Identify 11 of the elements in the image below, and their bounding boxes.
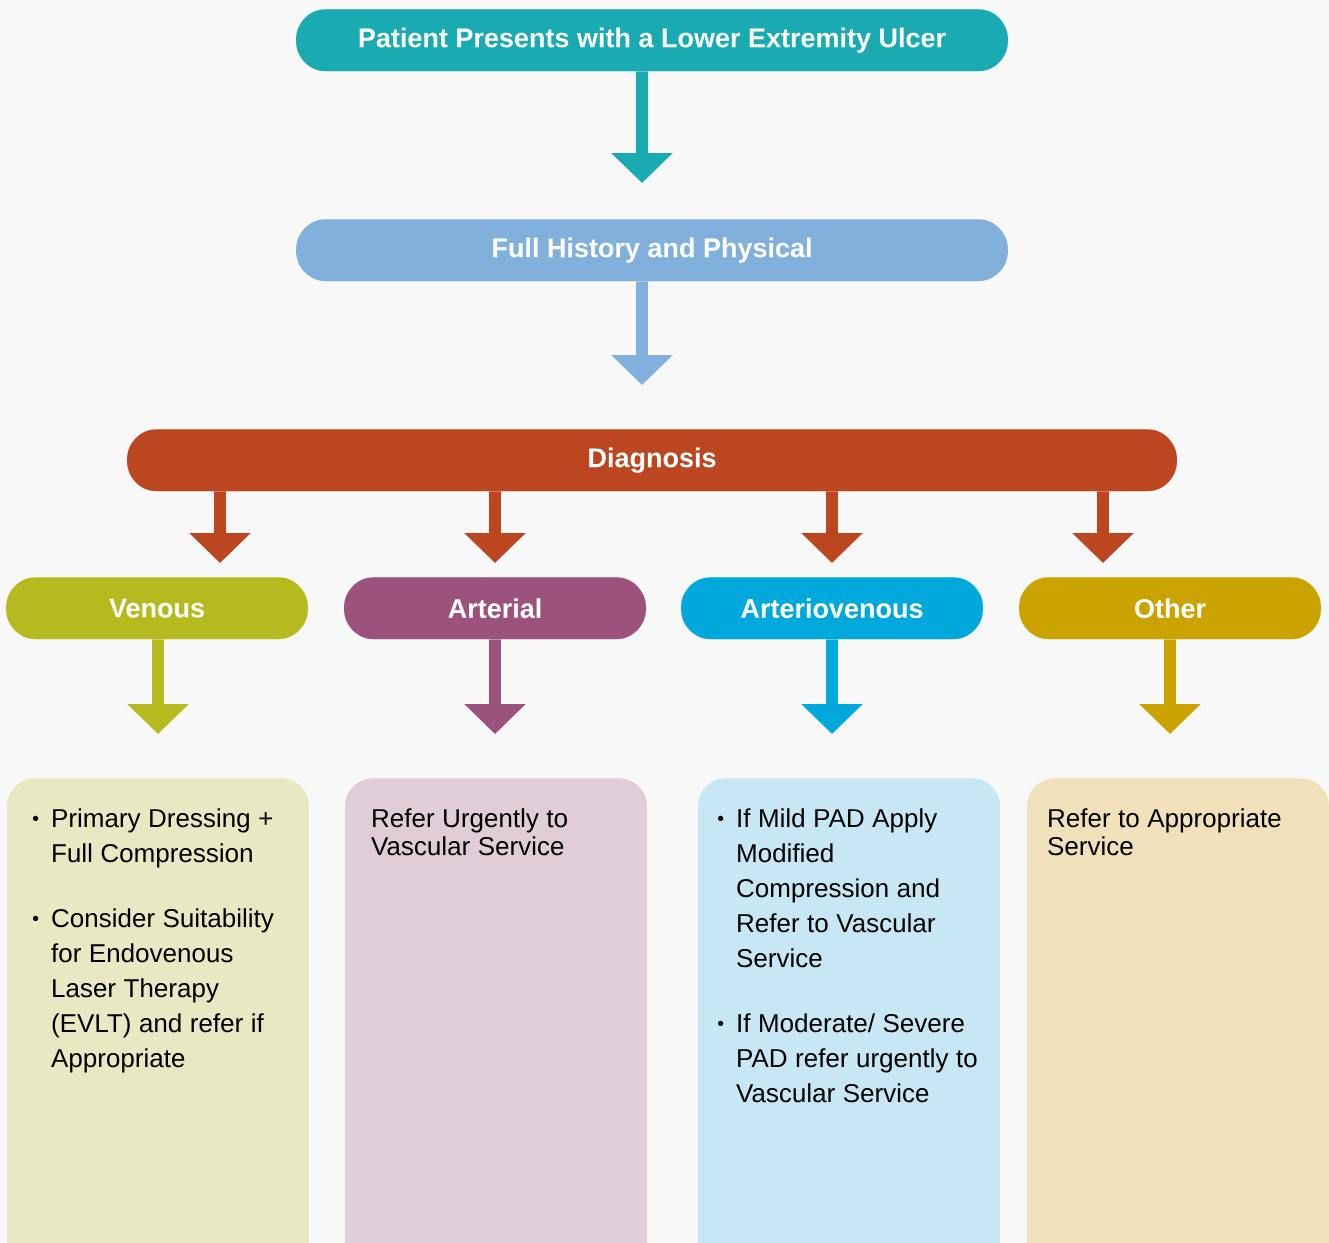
text-card: Primary Dressing + Full Compression Consider Suitability for Endovenous Laser Therapy (EVLT) and refer if Appropriate [7, 778, 309, 1243]
rounded-box: Other [1019, 577, 1321, 640]
rounded-box: Arterial [344, 577, 646, 640]
text-card: Refer to Appropriate Service [1027, 778, 1329, 1243]
rounded-box: Full History and Physical [296, 219, 1008, 282]
rounded-box: Patient Presents with a Lower Extremity Ulcer [296, 9, 1008, 72]
rounded-box: Venous [6, 577, 308, 640]
text-card: Refer Urgently to Vascular Service [345, 778, 647, 1243]
rounded-box: Arteriovenous [681, 577, 983, 640]
rounded-box: Diagnosis [127, 429, 1177, 492]
text-card: If Mild PAD Apply Modified Compression and Refer to Vascular Service If Moderate/ Severe PAD refer urgently to Vascular Service [698, 778, 1000, 1243]
